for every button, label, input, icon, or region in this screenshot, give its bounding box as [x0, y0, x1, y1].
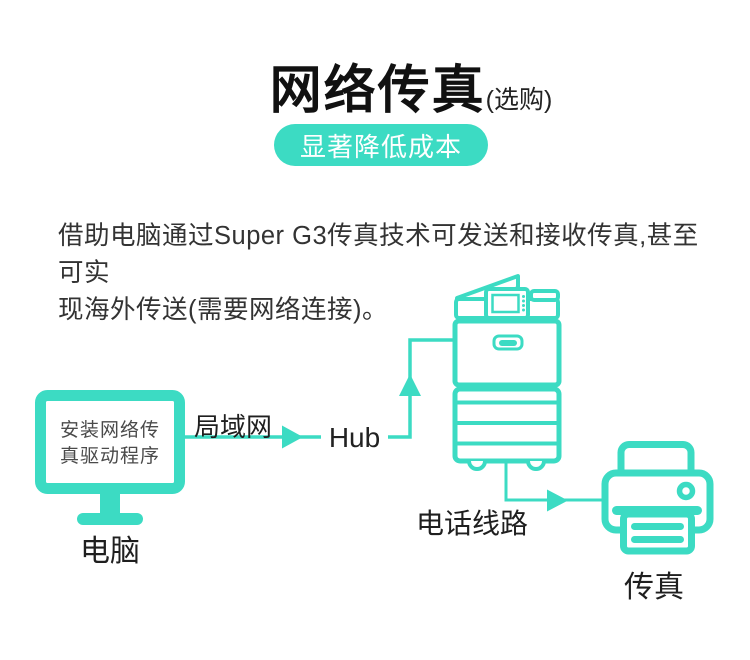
- arrow-right-icon: [282, 425, 303, 449]
- hub-to-copier-line: [388, 338, 458, 439]
- arrow-up-icon: [399, 374, 421, 396]
- intro-line-2: 现海外传送(需要网络连接)。: [58, 296, 388, 324]
- arrow-right-icon: [547, 489, 568, 512]
- hub-label: Hub: [328, 422, 381, 453]
- network-fax-diagram: [35, 274, 714, 555]
- fax-label: 传真: [624, 571, 684, 604]
- intro-line-1: 借助电脑通过Super G3传真技术可发送和接收传真,甚至可实: [58, 222, 699, 287]
- monitor-screen-text: 安装网络传 真驱动程序: [46, 402, 174, 486]
- phone-line-label: 电话线路: [415, 508, 528, 539]
- monitor-text-line-2: 真驱动程序: [59, 446, 160, 467]
- page-title: 网络传真: [269, 62, 486, 120]
- computer-label: 电脑: [80, 535, 140, 568]
- page-title-suffix: (选购): [485, 86, 553, 114]
- lan-label: 局域网: [193, 412, 272, 442]
- fax-machine-icon: [601, 441, 714, 555]
- page-title-row: 网络传真(选购): [0, 48, 750, 123]
- monitor-text-line-1: 安装网络传: [59, 420, 160, 441]
- benefit-badge: 显著降低成本: [273, 124, 489, 166]
- copier-printer-icon: [452, 274, 562, 471]
- intro-paragraph: 借助电脑通过Super G3传真技术可发送和接收传真,甚至可实 现海外传送(需要…: [58, 218, 718, 329]
- lan-connector-line: [184, 425, 321, 449]
- phone-line-connector: [504, 460, 604, 512]
- computer-monitor-icon: [35, 390, 185, 525]
